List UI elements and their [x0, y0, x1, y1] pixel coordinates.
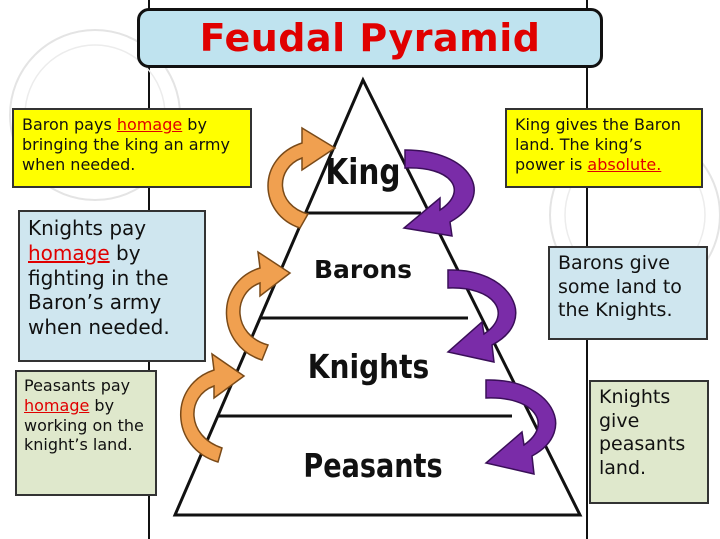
peasants-homage-box: Peasants pay homage by working on the kn…	[15, 370, 157, 496]
knights-homage-text-post: by fighting in the Baron’s army when nee…	[28, 240, 170, 340]
baron-homage-box: Baron pays homage by bringing the king a…	[12, 108, 252, 188]
baron-homage-text-post: by bringing the king an army when needed…	[22, 115, 230, 174]
king-gives-box: King gives the Baron land. The king’s po…	[505, 108, 703, 188]
knights-give-box: Knights give peasants land.	[589, 380, 709, 504]
peasants-homage-text-post: by working on the knight’s land.	[24, 395, 144, 455]
pyramid-outline	[172, 76, 583, 517]
king-gives-text-pre: King gives the Baron land. The king’s po…	[515, 115, 681, 174]
level-label-knights: Knights	[307, 347, 430, 386]
purple-arrow-top	[402, 149, 475, 237]
knights-homage-box: Knights pay homage by fighting in the Ba…	[18, 210, 206, 362]
peasants-homage-text-pre: Peasants pay	[24, 376, 131, 395]
peasants-homage-highlight: homage	[24, 395, 90, 415]
knights-give-text: Knights give peasants land.	[599, 386, 686, 479]
purple-arrow-bottom	[484, 379, 557, 475]
orange-arrow-bottom	[180, 352, 246, 463]
barons-give-text: Barons give some land to the Knights.	[558, 252, 682, 322]
knights-homage-text-pre: Knights pay	[28, 216, 147, 240]
purple-arrow-middle	[446, 269, 517, 363]
level-label-king: King	[325, 152, 401, 193]
page-title: Feudal Pyramid	[137, 8, 603, 68]
baron-homage-text-pre: Baron pays	[22, 115, 117, 134]
orange-arrow-top	[267, 126, 337, 229]
baron-homage-highlight: homage	[116, 115, 183, 134]
level-label-peasants: Peasants	[303, 446, 443, 485]
orange-arrow-middle	[225, 250, 292, 361]
king-gives-highlight: absolute.	[587, 154, 662, 174]
level-label-barons: Barons	[313, 255, 413, 284]
knights-homage-highlight: homage	[28, 240, 110, 265]
barons-give-box: Barons give some land to the Knights.	[548, 246, 708, 340]
